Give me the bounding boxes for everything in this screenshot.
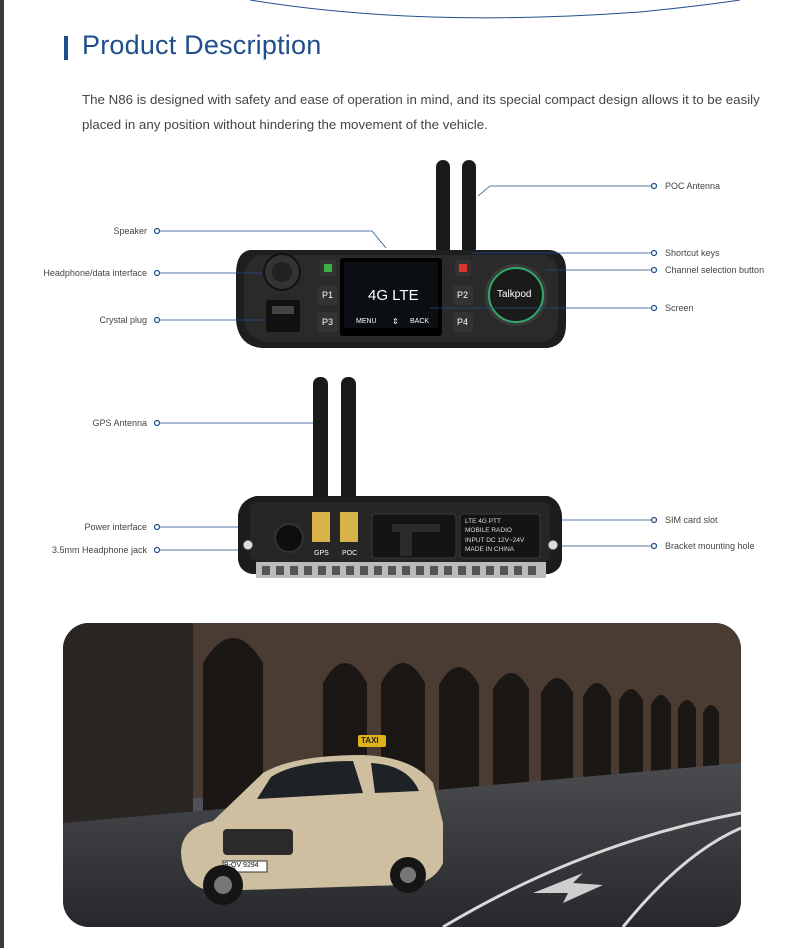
poc-antenna-rear: [341, 377, 356, 535]
page-title: Product Description: [82, 30, 322, 60]
callout-poc-antenna: POC Antenna: [665, 181, 721, 191]
plate-line-3: INPUT DC 12V~24V: [465, 537, 525, 544]
gps-port-label: GPS: [314, 550, 329, 557]
poc-connector: [340, 512, 358, 542]
gps-connector: [312, 512, 330, 542]
screen-text: 4G LTE: [368, 287, 419, 304]
callout-speaker: Speaker: [113, 226, 147, 236]
callout-headphone-data: Headphone/data interface: [43, 268, 147, 278]
taxi-car: [181, 735, 443, 905]
green-key: [320, 260, 336, 276]
back-label: BACK: [410, 318, 430, 325]
sim-slot-cover: [371, 513, 457, 559]
power-port: [274, 523, 304, 553]
callout-screen: Screen: [665, 303, 694, 313]
plate-line-1: LTE 4G PTT: [465, 518, 501, 525]
poc-antenna-right: [462, 160, 476, 255]
brand-label: Talkpod: [497, 289, 532, 300]
taxi-street-photo: TAXI B-QV 9294: [63, 623, 741, 927]
red-key: [455, 260, 471, 276]
photo-scene: [63, 623, 741, 927]
poc-antenna-left: [436, 160, 450, 255]
p1-label: P1: [322, 290, 334, 300]
decorative-arc: [249, 0, 741, 19]
title-accent-bar: [64, 36, 68, 60]
p3-label: P3: [322, 317, 334, 327]
product-description: The N86 is designed with safety and ease…: [82, 92, 760, 132]
crystal-plug: [266, 300, 300, 332]
p2-label: P2: [457, 290, 469, 300]
rear-device-body: [238, 496, 562, 574]
mount-hole-right: [547, 539, 559, 551]
callout-channel-button: Channel selection button: [665, 265, 765, 275]
license-plate-text: B-QV 9294: [224, 862, 259, 869]
callout-sim-slot: SIM card slot: [665, 515, 718, 525]
callout-crystal-plug: Crystal plug: [99, 315, 147, 325]
gps-antenna: [313, 377, 328, 535]
p4-label: P4: [457, 317, 469, 327]
heatsink-fins: [256, 562, 546, 578]
page-left-border: [0, 0, 4, 948]
callout-bracket-hole: Bracket mounting hole: [665, 541, 755, 551]
mount-hole-left: [242, 539, 254, 551]
callout-shortcut-keys: Shortcut keys: [665, 248, 720, 258]
callout-gps-antenna: GPS Antenna: [92, 418, 147, 428]
callout-headphone-jack: 3.5mm Headphone jack: [51, 545, 147, 555]
speaker-knob: [263, 253, 301, 291]
callout-power-interface: Power interface: [84, 522, 147, 532]
plate-line-2: MOBILE RADIO: [465, 527, 512, 534]
menu-label: MENU: [356, 318, 377, 325]
poc-port-label: POC: [342, 550, 358, 557]
updown-icon: ⇕: [392, 317, 399, 326]
plate-line-4: MADE IN CHINA: [465, 546, 515, 553]
taxi-sign-text: TAXI: [361, 736, 379, 745]
